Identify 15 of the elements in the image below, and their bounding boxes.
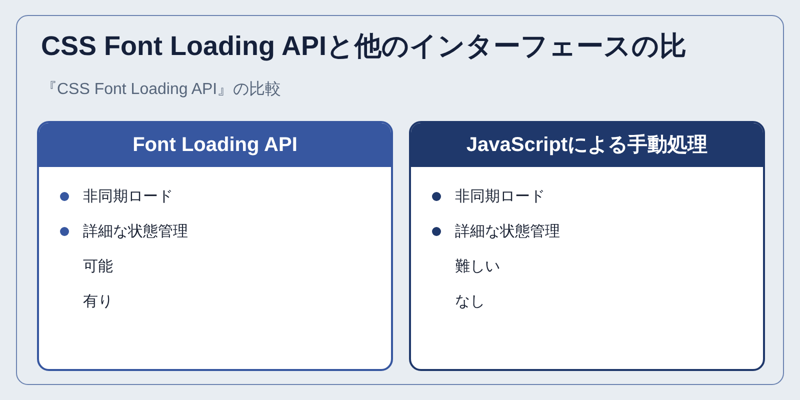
value-text: 有り bbox=[83, 292, 113, 312]
panel bbox=[16, 15, 784, 385]
list-item: 非同期ロード bbox=[455, 187, 545, 207]
card-heading: Font Loading API bbox=[39, 123, 391, 167]
value-text: 可能 bbox=[83, 257, 113, 277]
comparison-card bbox=[37, 121, 393, 371]
comparison-card bbox=[409, 121, 765, 371]
list-item: 非同期ロード bbox=[83, 187, 173, 207]
value-text: なし bbox=[455, 292, 485, 312]
list-item: 詳細な状態管理 bbox=[455, 222, 560, 242]
subtitle-text: 『CSS Font Loading API』の比較 bbox=[41, 80, 282, 100]
title-text: CSS Font Loading APIと他のインターフェースの比 bbox=[41, 30, 686, 63]
card-heading: JavaScriptによる手動処理 bbox=[411, 123, 763, 167]
list-item: 詳細な状態管理 bbox=[83, 222, 188, 242]
value-text: 難しい bbox=[455, 257, 500, 277]
